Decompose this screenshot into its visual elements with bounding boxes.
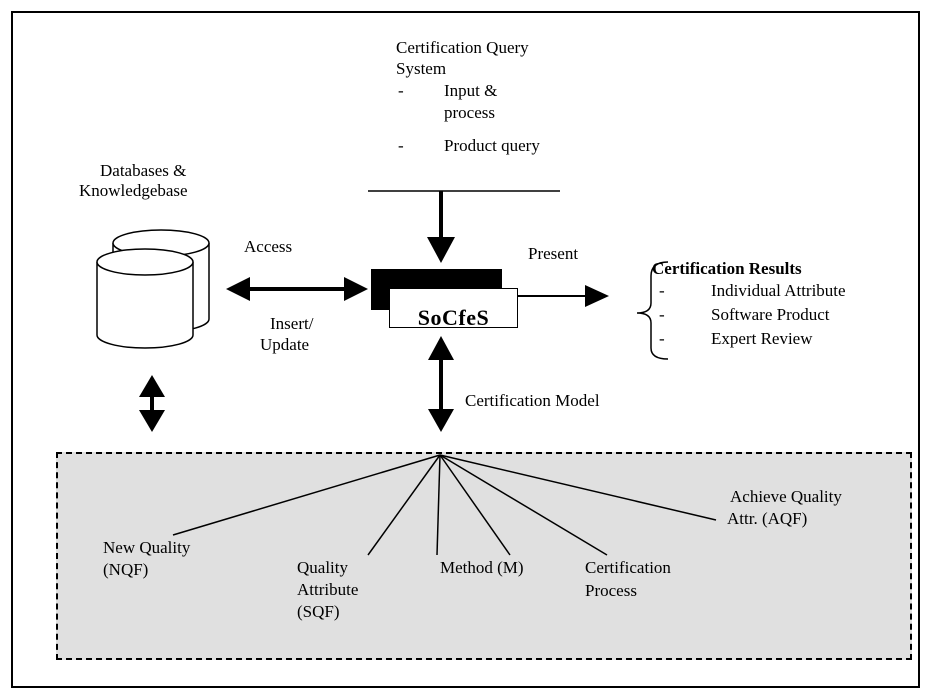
node-nqf-line1: New Quality [103, 538, 191, 557]
present-arrow-head [585, 285, 609, 307]
query-item-dash: - [398, 81, 404, 100]
query-arrow-head [427, 237, 455, 263]
databases-label-line1: Databases & [100, 161, 187, 180]
socfes-box: SoCfeS [389, 288, 518, 328]
results-item-dash: - [659, 329, 665, 348]
access-arrow-left-head [226, 277, 250, 301]
socfes-label: SoCfeS [417, 305, 490, 328]
results-item-dash: - [659, 305, 665, 324]
node-aqf-line1: Achieve Quality [730, 487, 842, 506]
node-process-line2: Process [585, 581, 637, 600]
model-arrow-bottom-head [428, 409, 454, 432]
node-sqf-line2: Attribute [297, 580, 359, 599]
node-nqf-line2: (NQF) [103, 560, 149, 579]
db-arrow-top-head [139, 375, 165, 397]
query-system-title-line1: Certification Query [396, 38, 529, 57]
query-item-dash: - [398, 136, 404, 155]
node-sqf-line1: Quality [297, 558, 348, 577]
results-item-dash: - [659, 281, 665, 300]
query-item-product: Product query [444, 136, 540, 155]
insert-update-label-line2: Update [260, 335, 310, 354]
query-item-process: process [444, 103, 495, 122]
db-arrow-bottom-head [139, 410, 165, 432]
database-icon [96, 229, 210, 349]
results-title: Certification Results [652, 259, 802, 278]
access-arrow-right-head [344, 277, 368, 301]
access-label: Access [244, 237, 293, 256]
model-arrow-top-head [428, 336, 454, 360]
results-item-expert-review: Expert Review [711, 329, 813, 348]
diagram-frame [11, 11, 920, 688]
results-brace [636, 261, 669, 360]
insert-update-label-line1: Insert/ [270, 314, 314, 333]
certification-model-label: Certification Model [465, 391, 600, 410]
certification-model-box [56, 452, 912, 660]
results-item-software-product: Software Product [711, 305, 830, 324]
databases-label-line2: Knowledgebase [79, 181, 188, 200]
results-item-individual-attribute: Individual Attribute [711, 281, 846, 300]
model-fan-lines [172, 454, 717, 556]
node-process-line1: Certification [585, 558, 671, 577]
node-method: Method (M) [440, 558, 524, 577]
query-system-title-line2: System [396, 59, 447, 78]
node-sqf-line3: (SQF) [297, 602, 340, 621]
node-aqf-line2: Attr. (AQF) [727, 509, 808, 528]
query-item-input: Input & [444, 81, 498, 100]
present-label: Present [528, 244, 579, 263]
